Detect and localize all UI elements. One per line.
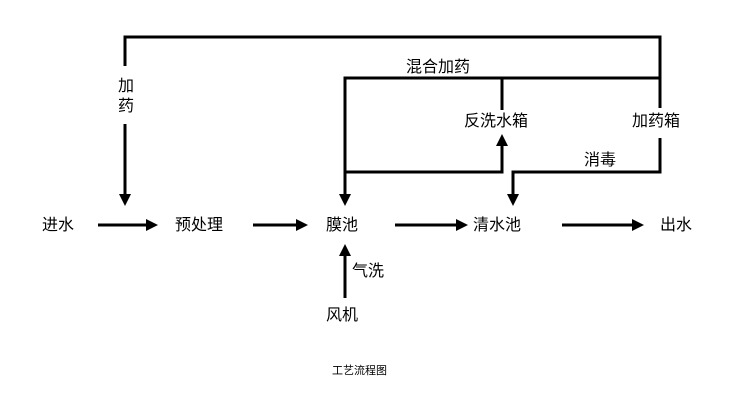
node-membrane-tank: 膜池 [326, 215, 359, 234]
label-dosing: 加药 [117, 76, 134, 115]
node-blower: 风机 [326, 305, 359, 324]
inlet-to-pretreatment-arrowhead [146, 219, 158, 231]
label-air-scour: 气洗 [352, 261, 385, 280]
backwash-feed-line [345, 144, 504, 174]
diagram-caption: 工艺流程图 [332, 364, 387, 377]
air-scour-arrowhead [339, 244, 351, 256]
node-clear-water-tank: 清水池 [473, 215, 522, 234]
backwash-feed-arrowhead [496, 134, 508, 146]
mixed-dosing-arrowhead [339, 194, 351, 206]
node-outlet: 出水 [660, 215, 693, 234]
label-disinfection: 消毒 [584, 150, 617, 169]
node-dosing-tank: 加药箱 [632, 111, 681, 130]
node-inlet: 进水 [42, 215, 75, 234]
label-mixed-dosing: 混合加药 [406, 57, 471, 76]
dosing-arrowhead [119, 194, 131, 206]
pretreatment-to-membrane-arrowhead [296, 219, 308, 231]
disinfection-line [511, 138, 662, 196]
node-pretreatment: 预处理 [175, 215, 224, 234]
disinfection-arrowhead [507, 194, 519, 206]
node-backwash-tank: 反洗水箱 [464, 111, 529, 130]
clearwater-to-outlet-arrowhead [632, 219, 644, 231]
membrane-to-clearwater-arrowhead [456, 219, 468, 231]
dosing-line-top [123, 35, 662, 108]
